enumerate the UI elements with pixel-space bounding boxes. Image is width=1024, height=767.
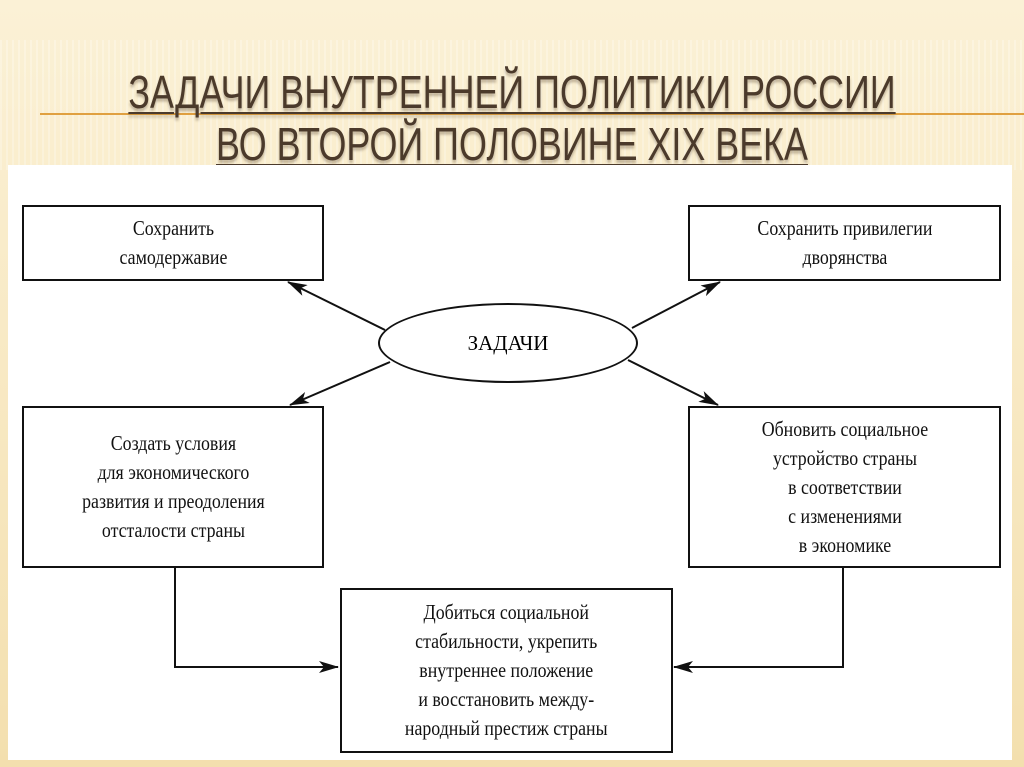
- node-label: Добиться социальной стабильности, укрепи…: [405, 600, 608, 740]
- arrow-mid-left: [289, 361, 391, 406]
- arrow-mid-right: [627, 359, 719, 406]
- node-label: Обновить социальное устройство страны в …: [761, 416, 928, 557]
- node-mid-right: Обновить социальное устройство страны в …: [688, 406, 1001, 568]
- title-rule: [40, 113, 1024, 115]
- slide-title-line1: ЗАДАЧИ ВНУТРЕННЕЙ ПОЛИТИКИ РОССИИ: [128, 66, 896, 118]
- slide-title-line2: ВО ВТОРОЙ ПОЛОВИНЕ XIX ВЕКА: [216, 118, 808, 170]
- node-label: Создать условия для экономического разви…: [81, 431, 265, 542]
- node-mid-left: Создать условия для экономического разви…: [22, 406, 324, 568]
- arrow-right-to-bottom: [673, 567, 844, 673]
- node-bottom: Добиться социальной стабильности, укрепи…: [340, 588, 673, 753]
- arrow-top-left: [287, 281, 386, 331]
- node-label: Сохранить привилегии дворянства: [757, 216, 932, 269]
- arrow-top-right: [631, 281, 721, 329]
- node-top-left: Сохранить самодержавие: [22, 205, 324, 281]
- center-label: ЗАДАЧИ: [467, 330, 549, 355]
- node-label: Сохранить самодержавие: [119, 216, 227, 269]
- center-node: ЗАДАЧИ: [378, 303, 638, 383]
- header-background: [0, 40, 1024, 170]
- arrow-left-to-bottom: [174, 567, 339, 673]
- node-top-right: Сохранить привилегии дворянства: [688, 205, 1001, 281]
